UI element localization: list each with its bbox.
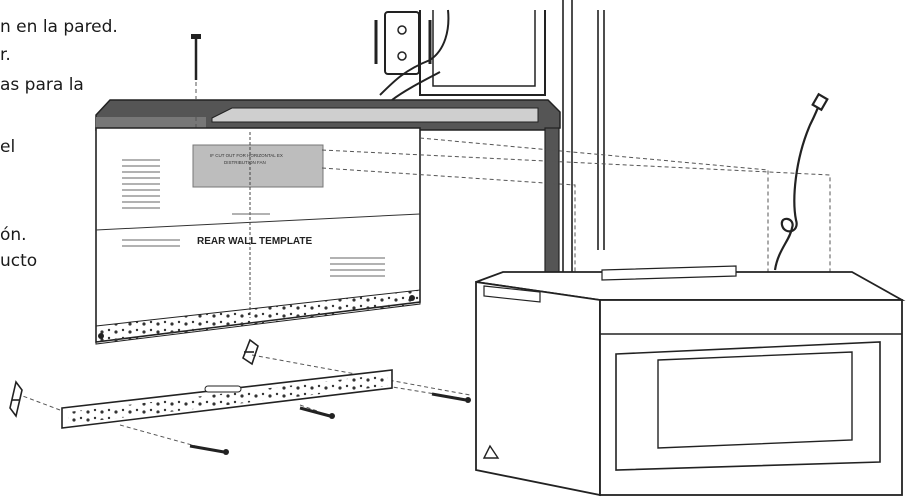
rear-wall-template: IF CUT OUT FOR HORIZONTAL EX DISTRIBUTIO… xyxy=(95,127,421,345)
microwave-oven xyxy=(475,265,906,497)
wall-outlet xyxy=(374,9,450,101)
wall-cabinet xyxy=(95,10,561,277)
bolts xyxy=(189,392,471,455)
mounting-plate xyxy=(61,369,393,429)
instruction-line-6: ucto xyxy=(0,251,38,271)
instruction-line-4: el xyxy=(0,137,16,157)
template-cutout-label-2: DISTRIBUTION FAN xyxy=(224,160,266,165)
instruction-line-1: n en la pared. xyxy=(0,17,118,37)
template-title: REAR WALL TEMPLATE xyxy=(197,236,313,247)
power-cord xyxy=(773,92,829,271)
instruction-line-3: as para la xyxy=(0,75,84,95)
template-cutout-label-1: IF CUT OUT FOR HORIZONTAL EX xyxy=(210,153,283,158)
instruction-line-2: r. xyxy=(0,45,11,65)
mounting-clips xyxy=(9,338,259,418)
instruction-line-5: ón. xyxy=(0,225,27,245)
wall-corner xyxy=(562,0,605,280)
